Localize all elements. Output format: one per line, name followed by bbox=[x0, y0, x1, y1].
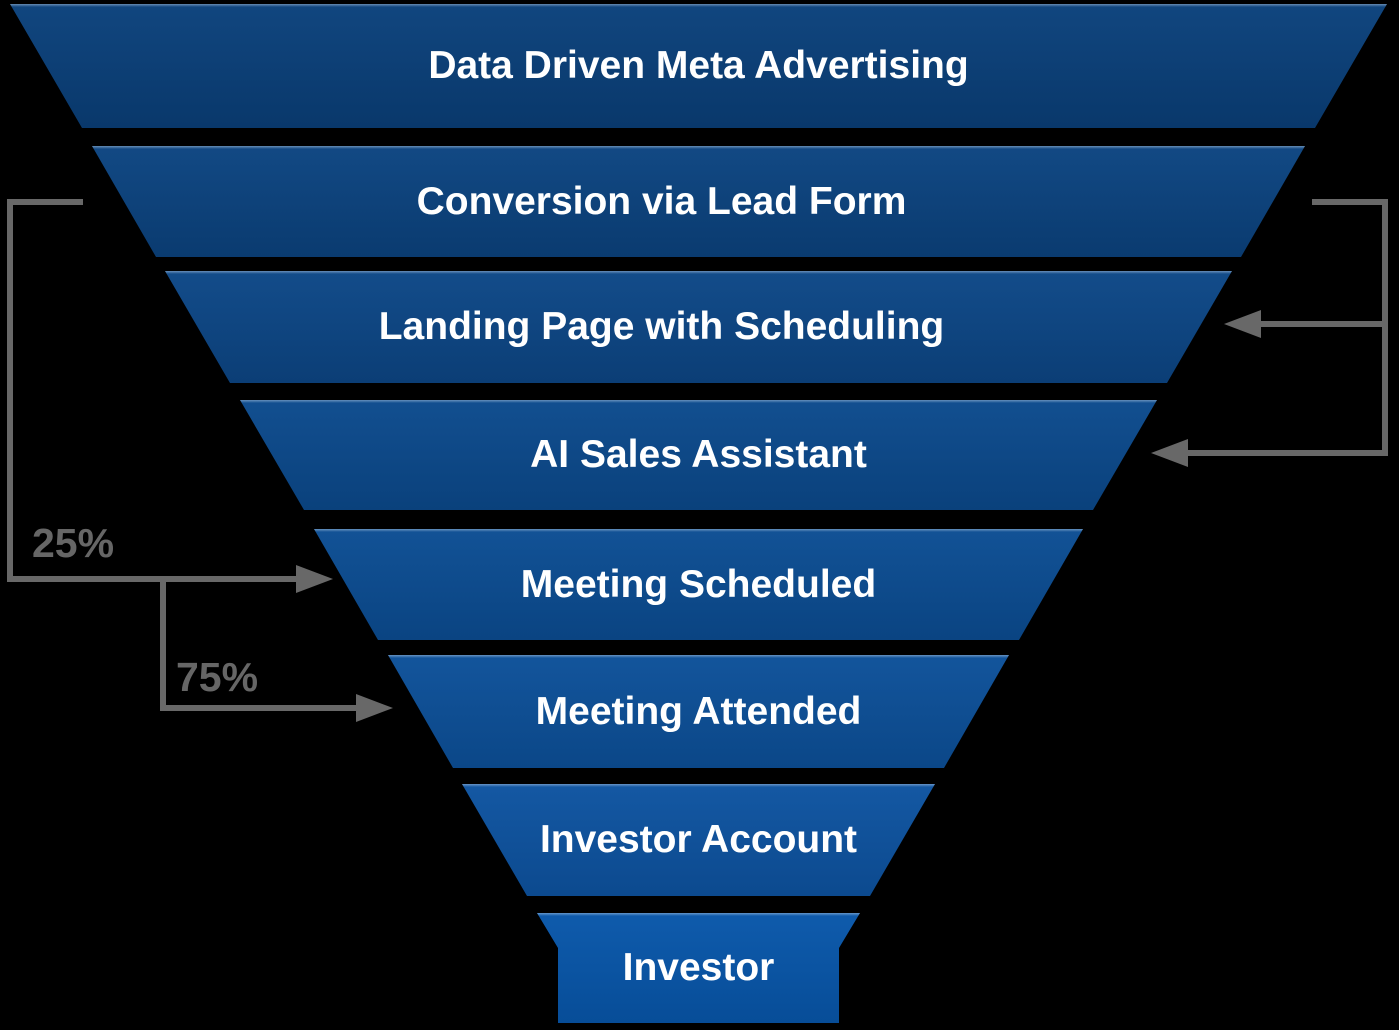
percent-label-75: 75% bbox=[176, 654, 259, 700]
stage-label: Data Driven Meta Advertising bbox=[428, 44, 969, 87]
right-loop-ai-assistant-line bbox=[1188, 450, 1388, 456]
left-bracket-vertical-line bbox=[7, 199, 13, 582]
arrow-right-icon bbox=[356, 694, 393, 722]
left-branch-25-line bbox=[7, 576, 296, 582]
funnel-stage-data-driven-meta-advertising: Data Driven Meta Advertising bbox=[10, 4, 1387, 128]
funnel-stage-meeting-scheduled: Meeting Scheduled bbox=[314, 529, 1083, 640]
right-bracket-top-line bbox=[1312, 199, 1388, 205]
stage-label: Meeting Scheduled bbox=[520, 562, 877, 606]
funnel-stage-conversion-via-lead-form: Conversion via Lead Form bbox=[92, 146, 1305, 257]
left-branch-75-line bbox=[160, 705, 356, 711]
stage-label: Meeting Attended bbox=[535, 689, 862, 733]
funnel-stage-investor-account: Investor Account bbox=[462, 784, 935, 896]
arrow-left-icon bbox=[1224, 310, 1261, 338]
arrow-left-icon bbox=[1151, 439, 1188, 467]
right-loop-landing-page-line bbox=[1261, 321, 1388, 327]
right-bracket-vertical-line bbox=[1382, 199, 1388, 456]
left-branch-vertical-line bbox=[160, 576, 166, 711]
funnel-stage-meeting-attended: Meeting Attended bbox=[388, 655, 1009, 768]
stage-label: Conversion via Lead Form bbox=[416, 179, 907, 223]
funnel-stage-landing-page-with-scheduling: Landing Page with Scheduling bbox=[165, 271, 1232, 383]
percent-label-25: 25% bbox=[32, 520, 115, 566]
funnel-stage-investor: Investor bbox=[537, 913, 860, 1023]
funnel-stage-ai-sales-assistant: AI Sales Assistant bbox=[240, 400, 1157, 510]
stage-label: Investor Account bbox=[539, 818, 858, 861]
stage-label: Landing Page with Scheduling bbox=[378, 305, 945, 348]
arrow-right-icon bbox=[296, 565, 333, 593]
stage-label: Investor bbox=[622, 946, 775, 989]
left-bracket-top-line bbox=[7, 199, 83, 205]
stage-label: AI Sales Assistant bbox=[530, 433, 867, 476]
